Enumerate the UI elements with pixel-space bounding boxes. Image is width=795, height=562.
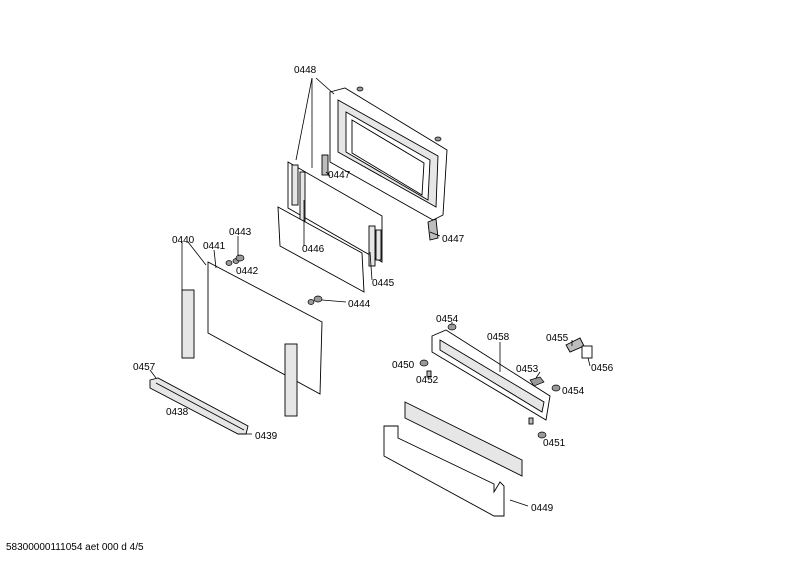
screw-top (356, 86, 442, 142)
label-0439: 0439 (255, 431, 278, 442)
label-0454-a: 0454 (436, 314, 459, 325)
label-0456: 0456 (591, 363, 614, 374)
label-0451: 0451 (543, 438, 566, 449)
drawer-screws (419, 323, 561, 439)
label-0440: 0440 (172, 235, 195, 246)
drawer-clip-0455-0456 (565, 337, 593, 359)
outer-door-panel (207, 261, 323, 395)
hinge-bracket-0447-right (427, 218, 439, 241)
door-handle-0438 (149, 377, 249, 435)
drawer-front-0458 (431, 329, 551, 421)
door-frame-outer (329, 87, 448, 221)
label-0446: 0446 (302, 244, 325, 255)
label-0458: 0458 (487, 332, 510, 343)
label-0441: 0441 (203, 241, 226, 252)
label-0453: 0453 (516, 364, 539, 375)
label-0445: 0445 (372, 278, 395, 289)
label-0454-b: 0454 (562, 386, 585, 397)
drawer-latch-0453 (529, 376, 545, 387)
label-0450: 0450 (392, 360, 415, 371)
document-code: 58300000111054 aet 000 d 4/5 (6, 542, 144, 553)
label-0447-b: 0447 (442, 234, 465, 245)
side-strip-0445 (368, 225, 382, 267)
hinge-screws-0442-0443 (225, 254, 323, 305)
drawer-outer-panel-0449 (383, 425, 505, 517)
label-0452: 0452 (416, 375, 439, 386)
inner-glass-frame (287, 161, 383, 263)
label-0444: 0444 (348, 299, 371, 310)
side-strip-0440-right (284, 343, 298, 417)
label-0447-a: 0447 (328, 170, 351, 181)
label-0449: 0449 (531, 503, 554, 514)
side-strip-0440-left (181, 289, 195, 359)
label-0443: 0443 (229, 227, 252, 238)
inner-glass-pane-0446 (277, 206, 365, 293)
hinge-bracket-0447-left (321, 154, 329, 176)
drawer-inner-panel (404, 401, 523, 477)
label-0457: 0457 (133, 362, 156, 373)
label-0448: 0448 (294, 65, 317, 76)
leader-lines (149, 77, 591, 507)
label-0455: 0455 (546, 333, 569, 344)
label-0442: 0442 (236, 266, 259, 277)
label-0438: 0438 (166, 407, 189, 418)
